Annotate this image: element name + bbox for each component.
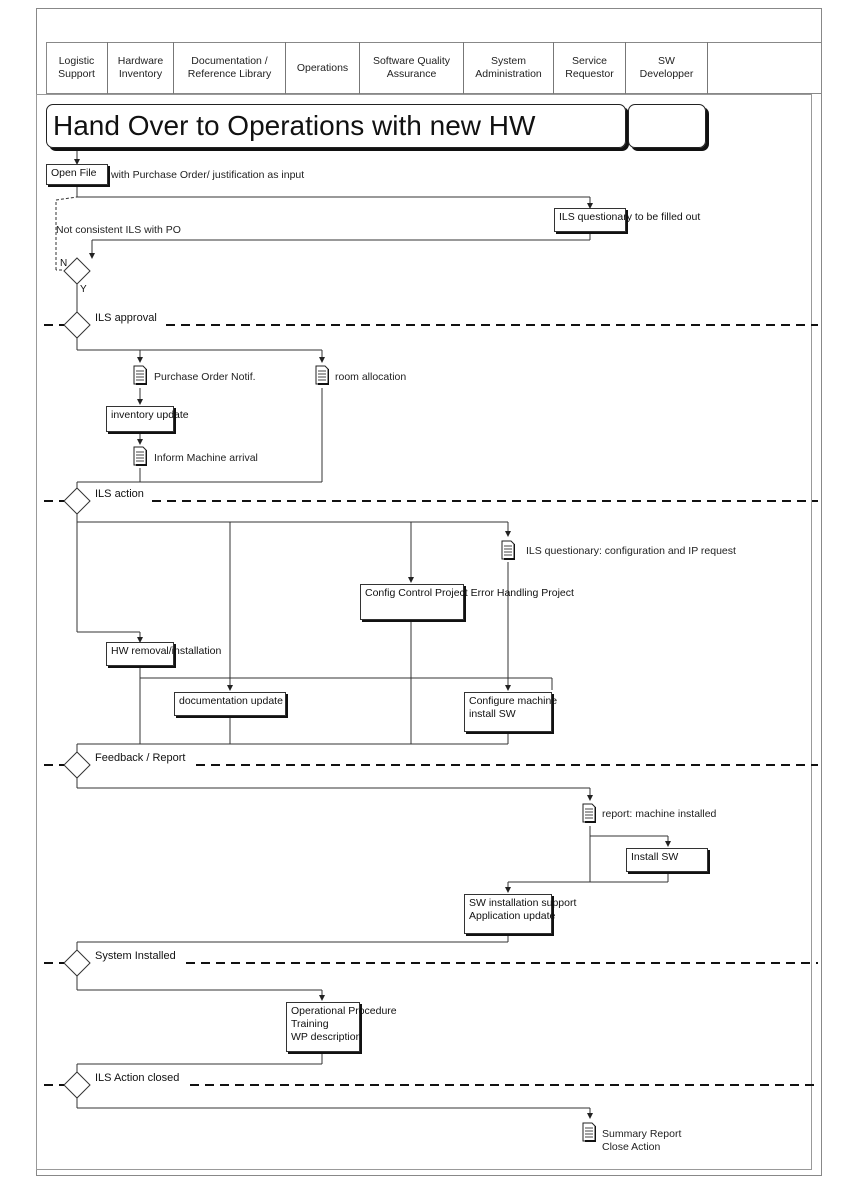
lane-documentation-library: Documentation / Reference Library: [174, 42, 286, 94]
install-sw-box: Install SW: [626, 848, 708, 872]
label-n: N: [60, 258, 68, 269]
gate-ils-approval: ILS approval: [95, 312, 157, 324]
document-icon: [582, 803, 596, 823]
inform-machine-arrival: Inform Machine arrival: [154, 452, 258, 464]
lane-operations: Operations: [286, 42, 360, 94]
document-icon: [133, 365, 147, 385]
document-icon: [315, 365, 329, 385]
open-file-box: Open File: [46, 164, 108, 185]
gate-feedback-diamond: [63, 751, 91, 779]
gate-feedback-report: Feedback / Report: [95, 752, 186, 764]
label-y: Y: [80, 284, 87, 295]
lane-sw-developper: SW Developper: [626, 42, 708, 94]
open-file-note: with Purchase Order/ justification as in…: [111, 169, 305, 181]
gate-ils-action-diamond: [63, 487, 91, 515]
report-machine-installed: report: machine installed: [602, 808, 717, 820]
title-extension-box: [628, 104, 706, 148]
document-icon: [501, 540, 515, 560]
ils-questionary-config: ILS questionary: configuration and IP re…: [526, 545, 736, 557]
gate-ils-approval-diamond: [63, 311, 91, 339]
gate-ils-action: ILS action: [95, 488, 144, 500]
lane-logistic-support: Logistic Support: [46, 42, 108, 94]
gate-ils-action-closed: ILS Action closed: [95, 1072, 180, 1084]
document-icon: [133, 446, 147, 466]
purchase-order-notif: Purchase Order Notif.: [154, 371, 256, 383]
diagram-body-frame: [36, 94, 812, 1170]
lane-hardware-inventory: Hardware Inventory: [108, 42, 174, 94]
ils-questionary-box: ILS questionary to be filled out: [554, 208, 700, 232]
decision-po-consistent: [63, 257, 91, 285]
hw-removal-box: HW removal/installation: [106, 642, 221, 666]
lane-system-administration: System Administration: [464, 42, 554, 94]
sw-installation-support-box: SW installation support Application upda…: [464, 894, 576, 934]
summary-report: Summary Report Close Action: [602, 1128, 682, 1153]
config-control-box: Config Control Project Error Handling Pr…: [360, 584, 574, 620]
lane-software-quality-assurance: Software Quality Assurance: [360, 42, 464, 94]
lane-header-frame: [46, 42, 822, 94]
room-allocation: room allocation: [335, 371, 407, 383]
inventory-update-box: inventory update: [106, 406, 189, 432]
lane-service-requestor: Service Requestor: [554, 42, 626, 94]
document-icon: [582, 1122, 596, 1142]
not-consistent-label: Not consistent ILS with PO: [56, 224, 181, 236]
operational-procedure-box: Operational Procedure Training WP descri…: [286, 1002, 397, 1052]
diagram-title: Hand Over to Operations with new HW: [46, 104, 626, 148]
documentation-update-box: documentation update: [174, 692, 286, 716]
gate-system-installed-diamond: [63, 949, 91, 977]
gate-ils-action-closed-diamond: [63, 1071, 91, 1099]
gate-system-installed: System Installed: [95, 950, 176, 962]
configure-machine-box: Configure machine install SW: [464, 692, 557, 732]
